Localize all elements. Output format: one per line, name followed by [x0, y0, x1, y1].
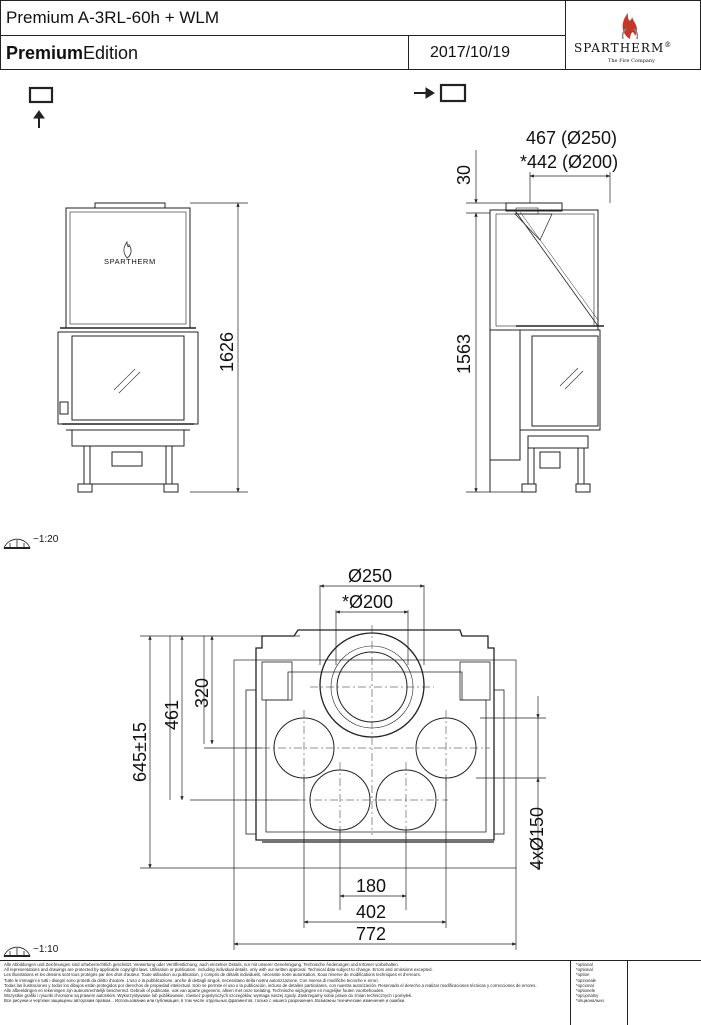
dim-text-402: 402	[356, 902, 386, 922]
edition-title: PremiumEdition	[6, 43, 138, 64]
brand-tagline: The Fire Company	[608, 58, 655, 64]
optional-line: *opcional	[576, 982, 594, 988]
footer	[0, 960, 701, 1025]
dim-text-461: 461	[162, 700, 182, 730]
dim-text-772: 772	[356, 924, 386, 944]
optional-line: *optional	[576, 962, 593, 967]
front-panel-flame-icon	[123, 240, 132, 259]
legal-line: Todas las ilustraciones y todos los dibu…	[4, 982, 537, 988]
dim-text-1563: 1563	[454, 334, 474, 374]
side-view-indicator-icon	[414, 83, 467, 103]
brand-name: SPARTHERM®	[574, 41, 673, 55]
dim-text-dia-200: *Ø200	[342, 592, 393, 612]
legal-notice: Alle Abbildungen und Zeichnungen sind ur…	[4, 962, 570, 1022]
technical-drawing: SPARTHERM 1626 30 1563 467 (Ø250) *442 (…	[3, 83, 618, 957]
dim-side	[466, 150, 611, 493]
dim-text-645: 645±15	[130, 722, 150, 782]
dim-text-320: 320	[192, 678, 212, 708]
optional-line: *optionele	[576, 988, 596, 994]
scale-icon-plan	[3, 946, 31, 957]
top-view-indicator-icon	[28, 86, 54, 128]
legal-line: Wszystkie grafiki i rysunki chronione są…	[4, 993, 413, 999]
front-view	[57, 202, 199, 493]
optional-line: *option	[576, 972, 590, 978]
dim-height-total	[190, 202, 248, 493]
legal-line: Les illustrations et les dessins sont to…	[4, 972, 421, 978]
title-block: Premium A-3RL-60h + WLM PremiumEdition 2…	[0, 0, 701, 70]
side-view	[489, 202, 604, 493]
legal-line: All representations and drawings are pro…	[4, 967, 433, 973]
front-panel-brand: SPARTHERM	[104, 257, 156, 266]
optional-cell	[570, 961, 628, 1025]
edition-rest: Edition	[83, 43, 139, 63]
scale-label-top: ~1:20	[33, 534, 59, 545]
drawing-date: 2017/10/19	[430, 44, 511, 61]
edition-bold: Premium	[6, 43, 84, 63]
legal-line: Alle Abbildungen und Zeichnungen sind ur…	[4, 962, 399, 967]
scale-label-plan: ~1:10	[33, 944, 59, 955]
plan-centerlines	[262, 625, 490, 838]
optional-line: *opzionale	[576, 977, 597, 983]
plan-view	[233, 629, 517, 869]
optional-notes: *optional *optional *option *opzionale *…	[576, 962, 622, 1004]
dim-text-flue-outer: 467 (Ø250)	[526, 128, 617, 148]
scale-icon-top	[3, 538, 31, 549]
legal-line: Tutte le immagini e tutti i disegni sono…	[4, 977, 379, 983]
optional-line: *opcjonalny	[576, 993, 599, 999]
optional-line: *optional	[576, 967, 593, 973]
dim-text-4x150: 4xØ150	[527, 807, 547, 870]
legal-line: Alle afbeeldingen en tekeningen zijn aut…	[4, 988, 385, 994]
model-title: Premium A-3RL-60h + WLM	[6, 8, 220, 27]
dim-plan	[140, 584, 546, 950]
dim-text-dia-250: Ø250	[348, 566, 392, 586]
dim-text-180: 180	[356, 876, 386, 896]
flame-logo-icon	[621, 13, 639, 40]
dim-text-1626: 1626	[217, 332, 237, 372]
dim-text-30: 30	[454, 165, 474, 185]
optional-line: *опционально	[576, 998, 604, 1004]
dim-text-flue-inner: *442 (Ø200)	[520, 152, 618, 172]
legal-line: Все рисунки и чертежи защищены авторским…	[4, 998, 406, 1004]
